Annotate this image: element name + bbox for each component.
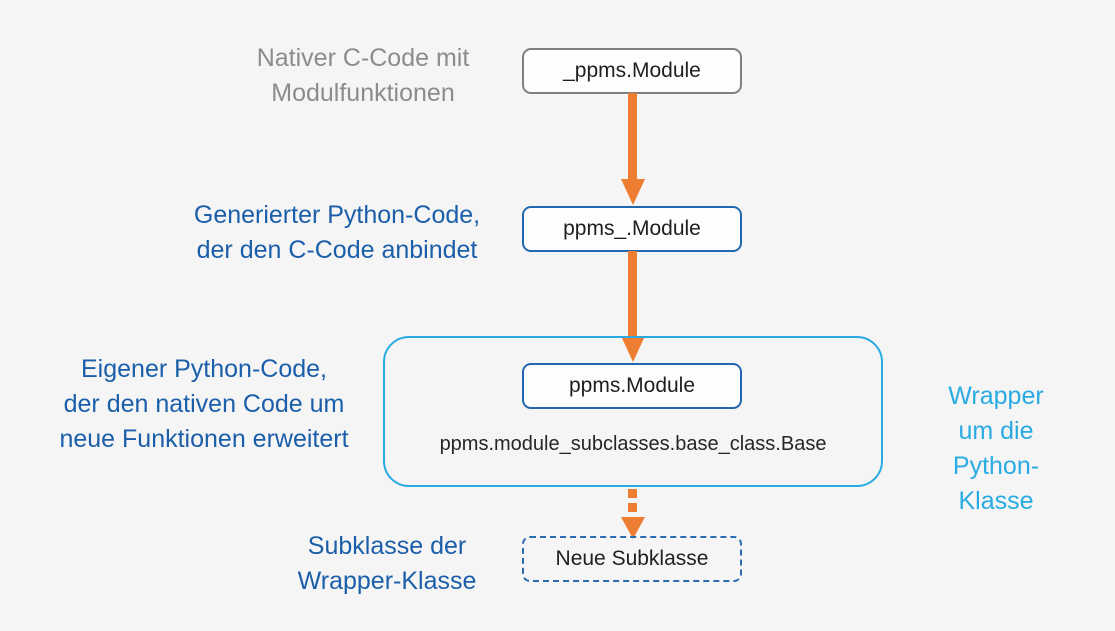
node-generated-module-label: ppms_.Module — [563, 217, 701, 240]
arrow-shaft — [628, 93, 637, 179]
node-native-module-label: _ppms.Module — [563, 59, 701, 82]
arrow-head-icon — [620, 336, 645, 362]
arrow-native-to-generated — [620, 93, 645, 205]
arrow-shaft — [628, 251, 637, 336]
label-subclass-of-wrapper: Subklasse der Wrapper-Klasse — [297, 532, 477, 595]
node-new-subclass: Neue Subklasse — [522, 536, 742, 582]
label-generated-python-code: Generierter Python-Code, der den C-Code … — [193, 201, 481, 264]
arrow-wrapper-to-subclass-dashed — [620, 489, 645, 539]
wrapper-base-class-path: ppms.module_subclasses.base_class.Base — [439, 433, 827, 455]
node-new-subclass-label: Neue Subklasse — [555, 547, 709, 570]
label-native-c-code: Nativer C-Code mit Modulfunktionen — [256, 44, 470, 107]
arrow-dash — [628, 489, 637, 498]
node-wrapper-module: ppms.Module — [522, 363, 742, 409]
node-generated-module: ppms_.Module — [522, 206, 742, 252]
arrow-head-icon — [620, 517, 645, 539]
node-wrapper-module-label: ppms.Module — [568, 374, 696, 397]
arrow-dash — [628, 503, 637, 512]
wrapper-class-container — [383, 336, 883, 487]
node-native-module: _ppms.Module — [522, 48, 742, 94]
label-wrapper-python-class: Wrapper um die Python-Klasse — [948, 382, 1044, 515]
arrow-head-icon — [620, 179, 645, 205]
arrow-generated-to-wrapper — [620, 251, 645, 362]
label-own-python-code: Eigener Python-Code, der den nativen Cod… — [59, 355, 349, 453]
